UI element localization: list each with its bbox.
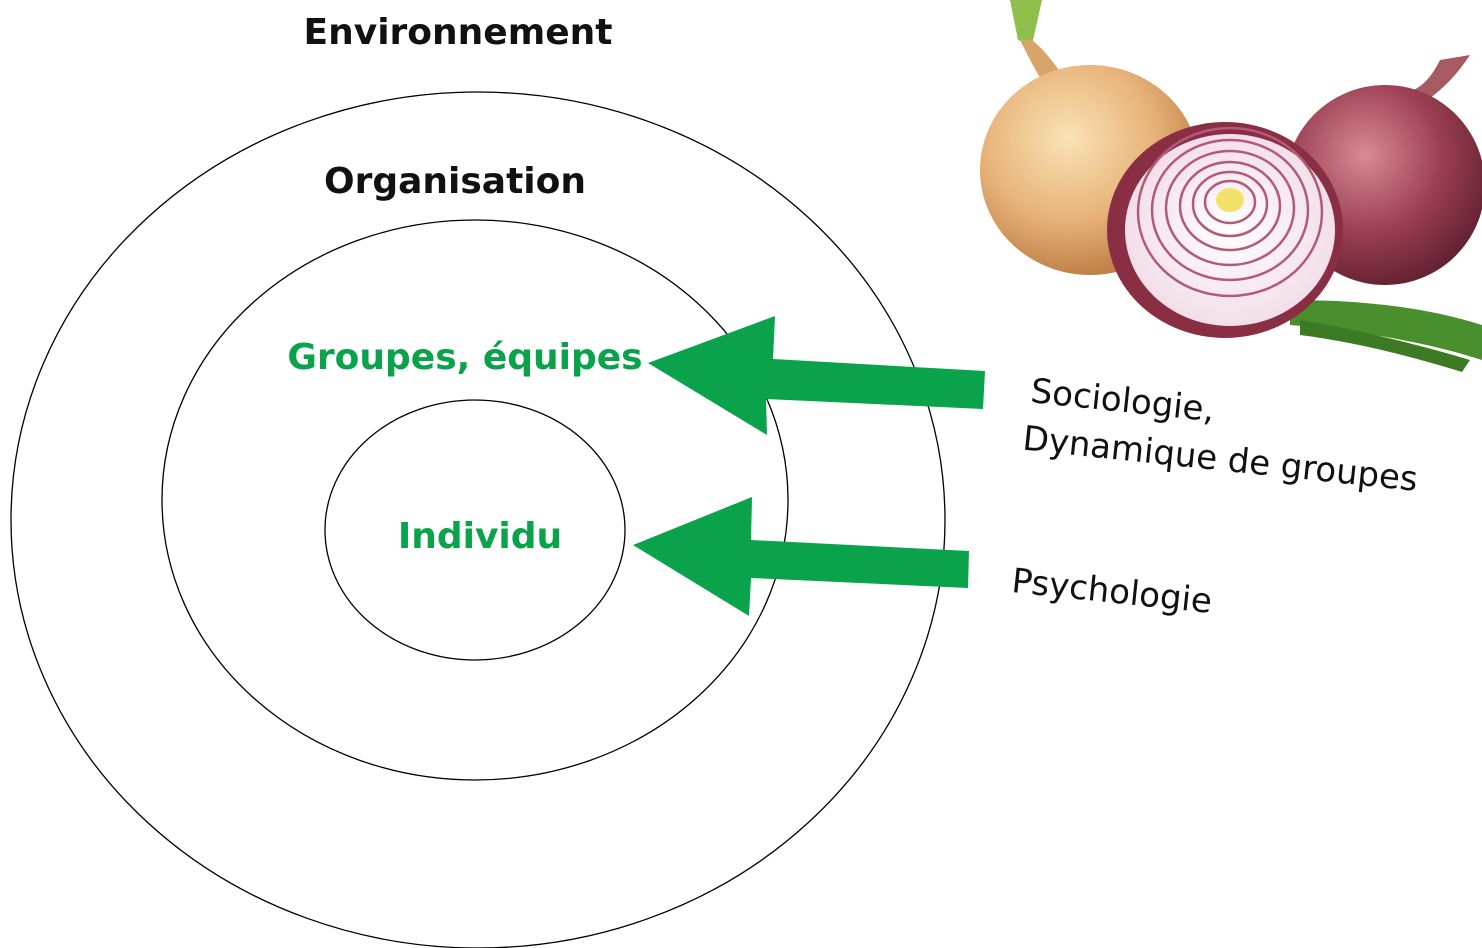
onions-photo-icon xyxy=(980,0,1482,372)
psychology-arrow xyxy=(633,497,969,616)
psychology-label-group: Psychologie xyxy=(1010,561,1214,622)
label-dynamique-de-groupes: Dynamique de groupes xyxy=(1021,419,1420,500)
sociology-arrow xyxy=(648,316,985,435)
sociology-label-group: Sociologie, Dynamique de groupes xyxy=(1021,371,1420,500)
ring-individual xyxy=(324,399,626,661)
rings-group xyxy=(10,91,946,948)
arrows-group xyxy=(633,316,985,616)
label-groupes-equipes: Groupes, équipes xyxy=(287,337,642,378)
label-individu: Individu xyxy=(398,516,562,557)
label-organisation: Organisation xyxy=(324,161,586,202)
label-environnement: Environnement xyxy=(304,12,613,53)
label-psychologie: Psychologie xyxy=(1010,561,1214,622)
ring-environment xyxy=(10,91,946,948)
ring-organisation xyxy=(161,219,789,781)
